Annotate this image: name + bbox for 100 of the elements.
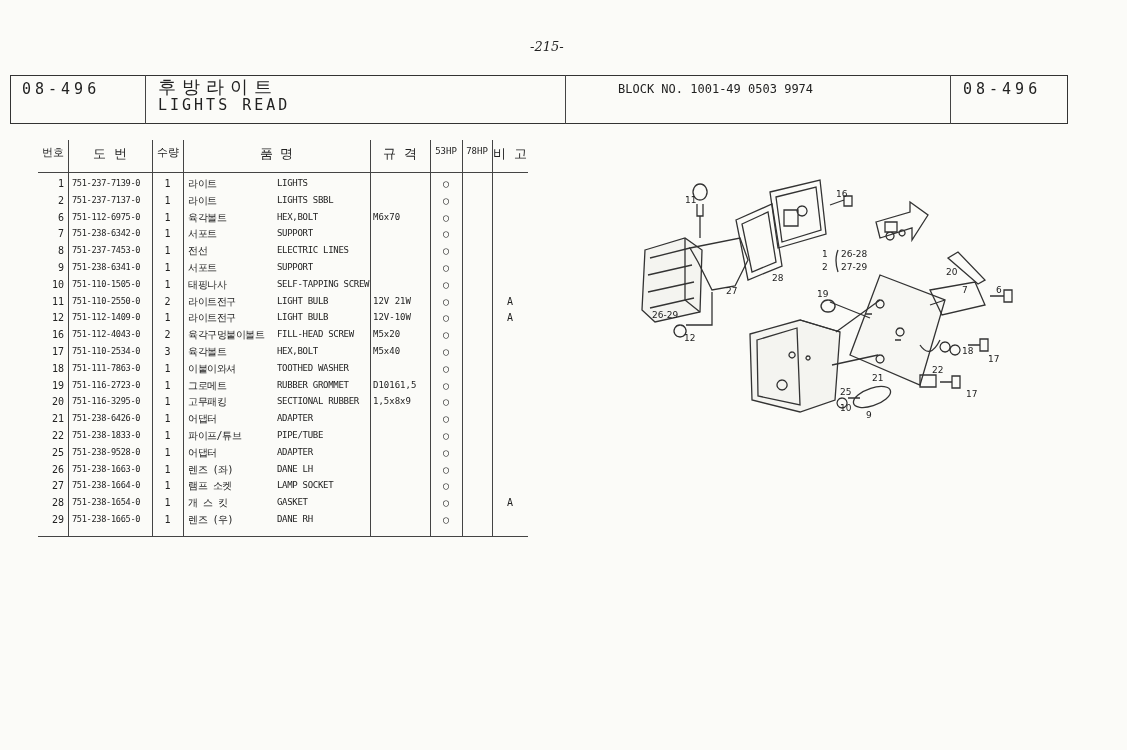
fitment-mark: ○	[442, 296, 450, 307]
callout-number: 25	[840, 388, 852, 397]
group-number: 08-496	[963, 82, 1042, 97]
fitment-mark: ○	[442, 195, 450, 206]
item-number: 8	[56, 246, 65, 257]
part-name: SECTIONAL RUBBER	[277, 397, 360, 407]
item-number: 27	[50, 481, 65, 492]
callout-number: 17	[966, 390, 978, 399]
fitment-mark: ○	[442, 313, 450, 324]
part-name: 파이프/튜브	[188, 431, 243, 441]
fitment-mark: ○	[442, 464, 450, 475]
fitment-mark: ○	[442, 246, 450, 257]
part-name: RUBBER GROMMET	[277, 380, 350, 390]
item-number: 29	[50, 515, 65, 525]
callout-number: 21	[872, 374, 884, 383]
quantity: 1	[163, 380, 172, 391]
part-name: TOOTHED WASHER	[277, 363, 350, 373]
column-header: 수량	[155, 147, 180, 158]
group-number: 08-496	[22, 82, 101, 97]
item-number: 28	[50, 498, 65, 509]
title-text: 후방라이트	[158, 78, 278, 96]
part-number: 751-237-7137-0	[72, 195, 142, 205]
item-number: 22	[50, 431, 65, 441]
item-number: 26	[50, 464, 65, 475]
quantity: 1	[163, 263, 172, 273]
part-number: 751-116-3295-0	[72, 397, 142, 406]
part-number: 751-237-7453-0	[72, 246, 142, 255]
part-name: 렌즈 (좌)	[188, 464, 235, 475]
item-number: 6	[56, 212, 65, 223]
part-number: 751-238-1833-0	[72, 431, 142, 440]
fitment-mark: ○	[442, 447, 450, 458]
column-header: 비 고	[492, 147, 528, 160]
callout-number: 11	[685, 196, 697, 205]
part-name: LAMP SOCKET	[277, 481, 335, 491]
fitment-mark: ○	[442, 515, 450, 525]
page-number: -215-	[530, 40, 564, 53]
callout-number: 1	[822, 250, 828, 259]
part-name: 고무패킹	[188, 397, 227, 408]
part-number: 751-238-9528-0	[72, 447, 142, 457]
column-header: 53HP	[434, 147, 458, 156]
part-name: 육각구멍붙이볼트	[188, 330, 265, 341]
part-name: SUPPORT	[277, 229, 314, 239]
part-name: LIGHT BULB	[277, 313, 330, 323]
column-header: 도 번	[92, 147, 128, 160]
part-number: 751-111-7863-0	[72, 363, 142, 373]
part-name: 서포트	[188, 263, 218, 273]
quantity: 1	[163, 515, 172, 525]
part-name: LIGHTS SBBL	[277, 195, 335, 205]
callout-number: 18	[962, 347, 974, 356]
item-number: 19	[50, 380, 65, 391]
title-text: LIGHTS READ	[158, 98, 291, 113]
column-header: 품 명	[258, 147, 295, 160]
quantity: 1	[163, 447, 172, 458]
quantity: 1	[163, 313, 172, 324]
fitment-mark: ○	[442, 279, 450, 290]
item-number: 18	[50, 363, 65, 374]
specification: 1,5x8x9	[373, 397, 412, 407]
part-name: 라이트	[188, 179, 218, 189]
quantity: 3	[163, 347, 172, 357]
quantity: 1	[163, 431, 172, 441]
fitment-mark: ○	[442, 330, 450, 341]
column-header: 규 격	[382, 147, 418, 160]
part-number: 751-110-2550-0	[72, 296, 142, 306]
callout-number: 20	[946, 268, 958, 277]
item-number: 21	[50, 414, 65, 425]
part-name: 육각볼트	[188, 212, 227, 223]
callout-number: 6	[996, 286, 1002, 295]
fitment-mark: ○	[442, 263, 450, 273]
fitment-mark: ○	[442, 431, 450, 441]
part-name: DANE RH	[277, 515, 314, 524]
callout-number: 27	[726, 287, 738, 296]
fitment-mark: ○	[442, 498, 450, 509]
part-name: DANE LH	[277, 464, 314, 474]
callout-number: 9	[866, 411, 872, 420]
part-name: ELECTRIC LINES	[277, 246, 350, 256]
quantity: 1	[163, 229, 172, 240]
fitment-mark: ○	[442, 380, 450, 391]
quantity: 1	[163, 246, 172, 257]
callout-number: 16	[836, 190, 848, 199]
quantity: 1	[163, 397, 172, 408]
item-number: 25	[50, 447, 65, 458]
part-number: 751-110-2534-0	[72, 347, 142, 356]
part-name: LIGHT BULB	[277, 296, 330, 306]
fitment-mark: ○	[442, 481, 450, 492]
quantity: 1	[163, 498, 172, 509]
column-header: 번호	[41, 147, 65, 158]
part-name: LIGHTS	[277, 179, 309, 188]
specification: D10161,5	[373, 380, 418, 390]
item-number: 9	[56, 263, 65, 273]
quantity: 2	[163, 330, 172, 341]
item-number: 10	[50, 279, 65, 290]
item-number: 7	[56, 229, 65, 240]
item-number: 1	[56, 179, 65, 189]
fitment-mark: ○	[442, 414, 450, 425]
item-number: 2	[56, 195, 65, 206]
callout-number: 26-29	[652, 311, 679, 320]
callout-number: 7	[962, 286, 968, 295]
part-name: 전선	[188, 246, 208, 257]
item-number: 17	[50, 347, 65, 357]
quantity: 1	[163, 481, 172, 492]
